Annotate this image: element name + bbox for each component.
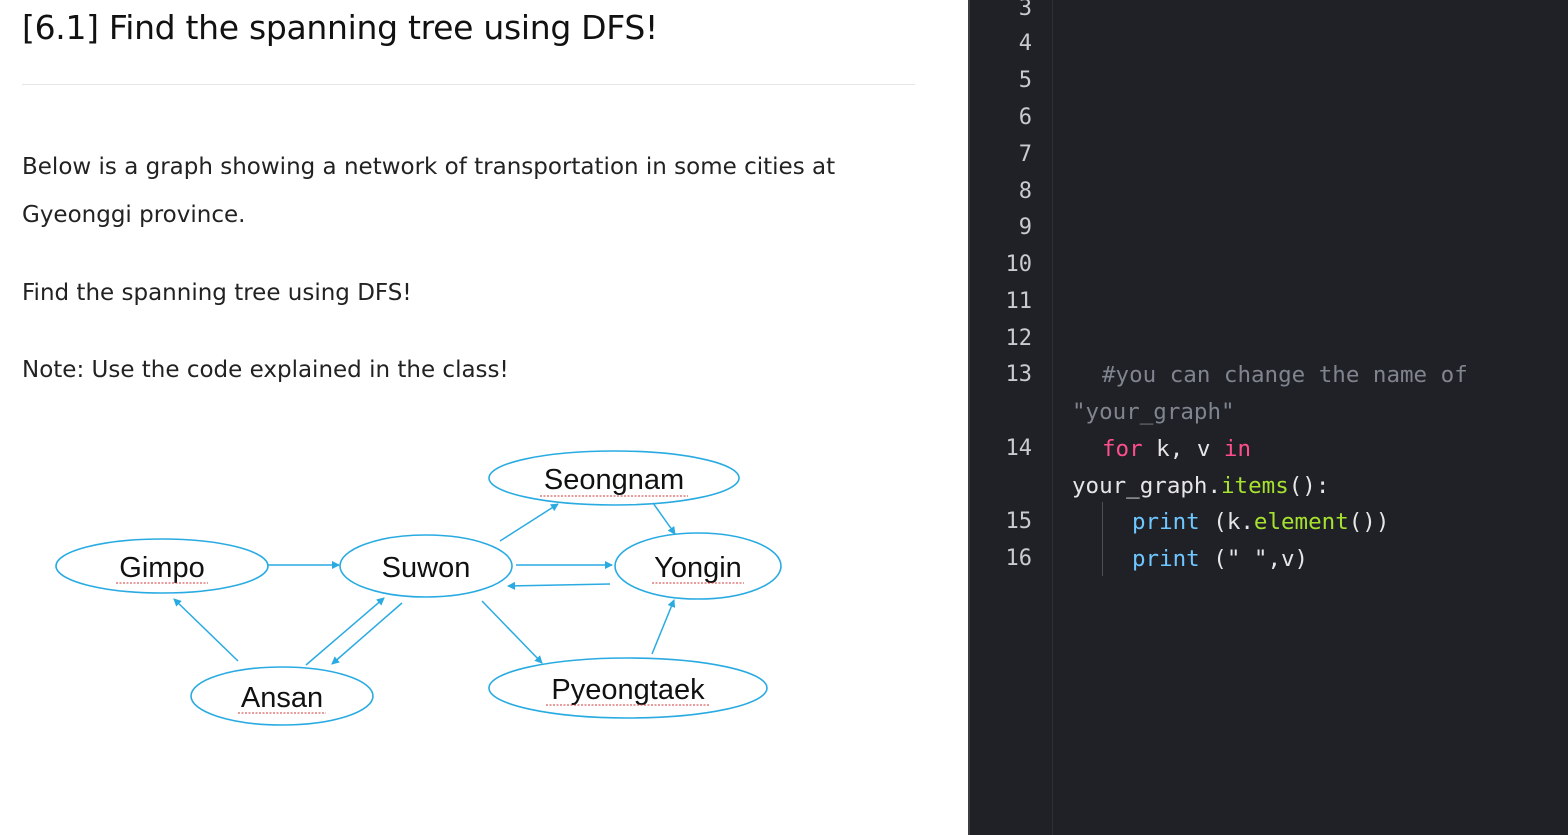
line-number: 10 bbox=[1005, 252, 1033, 277]
task-statement: Find the spanning tree using DFS! bbox=[22, 280, 412, 306]
edge-seongnam-yongin bbox=[652, 502, 676, 535]
indent-guide bbox=[1102, 502, 1103, 576]
line-number: 11 bbox=[1005, 289, 1033, 314]
code-line-for[interactable]: for k, v in bbox=[1102, 436, 1251, 462]
edge-suwon-ansan bbox=[331, 602, 403, 665]
line-number: 14 bbox=[1005, 436, 1033, 461]
line-number: 7 bbox=[1018, 142, 1032, 167]
node-pyeongtaek bbox=[488, 657, 768, 719]
edge-suwon-seongnam bbox=[499, 503, 559, 542]
loop-variables: k, v bbox=[1142, 436, 1224, 462]
edge-yongin-suwon bbox=[507, 581, 611, 590]
edge-ansan-suwon bbox=[305, 597, 385, 666]
line-number: 6 bbox=[1018, 105, 1032, 130]
label-ansan: Ansan bbox=[241, 682, 323, 714]
items-method: items bbox=[1221, 473, 1289, 499]
line-number: 9 bbox=[1018, 215, 1032, 240]
problem-panel: [6.1] Find the spanning tree using DFS! … bbox=[22, 8, 915, 726]
code-comment-continuation[interactable]: "your_graph" bbox=[1072, 399, 1235, 425]
keyword-in: in bbox=[1223, 436, 1252, 462]
print-args-close: ()) bbox=[1348, 509, 1390, 535]
code-line-print-key[interactable]: print (k.element()) bbox=[1132, 509, 1389, 535]
node-ansan bbox=[190, 666, 374, 726]
edge-suwon-pyeongtaek bbox=[481, 600, 543, 664]
title-divider bbox=[22, 84, 915, 85]
node-suwon bbox=[339, 534, 513, 598]
label-suwon: Suwon bbox=[382, 552, 471, 584]
edge-ansan-gimpo bbox=[173, 598, 239, 662]
transport-graph: Seongnam Gimpo Suwon Yongin Ansan Pyeong… bbox=[55, 450, 782, 726]
items-call-tail: (): bbox=[1288, 473, 1330, 499]
line-number: 15 bbox=[1005, 509, 1033, 534]
line-number-gutter: 3 4 5 6 7 8 9 10 11 12 13 14 15 16 bbox=[970, 0, 1053, 835]
print-function: print bbox=[1132, 509, 1200, 535]
note-text: Note: Use the code explained in the clas… bbox=[22, 357, 509, 383]
code-line-print-value[interactable]: print (" ",v) bbox=[1132, 546, 1308, 572]
problem-title: [6.1] Find the spanning tree using DFS! bbox=[22, 8, 658, 47]
line-number: 16 bbox=[1005, 546, 1033, 571]
code-editor[interactable]: 3 4 5 6 7 8 9 10 11 12 13 14 15 16 #you … bbox=[968, 0, 1568, 835]
keyword-for: for bbox=[1102, 436, 1143, 462]
node-seongnam bbox=[488, 450, 740, 506]
line-number: 4 bbox=[1018, 31, 1032, 56]
print-args-open: (k. bbox=[1199, 509, 1254, 535]
code-comment[interactable]: #you can change the name of bbox=[1102, 362, 1468, 388]
line-number: 5 bbox=[1018, 68, 1032, 93]
label-seongnam: Seongnam bbox=[544, 464, 684, 496]
description-line-1: Below is a graph showing a network of tr… bbox=[22, 154, 836, 180]
label-pyeongtaek: Pyeongtaek bbox=[551, 674, 705, 706]
print-args: (" ",v) bbox=[1199, 546, 1309, 572]
print-function: print bbox=[1132, 546, 1200, 572]
code-line-items[interactable]: your_graph.items(): bbox=[1072, 473, 1329, 499]
edge-pyeongtaek-yongin bbox=[651, 599, 676, 655]
line-number: 8 bbox=[1018, 179, 1032, 204]
label-yongin: Yongin bbox=[654, 552, 742, 584]
graph-object: your_graph. bbox=[1072, 473, 1222, 499]
node-gimpo bbox=[55, 538, 269, 594]
line-number: 13 bbox=[1005, 362, 1033, 387]
line-number: 3 bbox=[1018, 0, 1032, 21]
line-number: 12 bbox=[1005, 326, 1033, 351]
element-method: element bbox=[1253, 509, 1349, 535]
label-gimpo: Gimpo bbox=[119, 552, 204, 584]
description-line-2: Gyeonggi province. bbox=[22, 202, 246, 228]
